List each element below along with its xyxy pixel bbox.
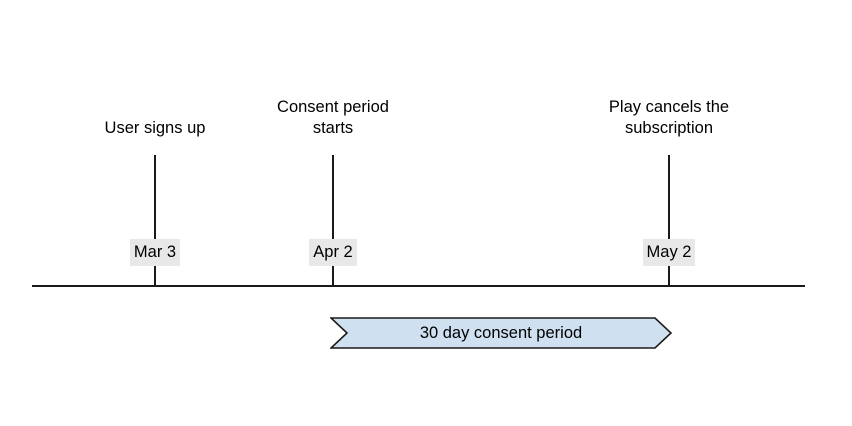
event-title: User signs up: [104, 119, 206, 137]
event-title: Play cancels the subscription: [608, 98, 730, 137]
event-date-text: Apr 2: [309, 239, 357, 266]
event-title: Consent period starts: [277, 98, 389, 137]
marker-tick-line: [332, 155, 334, 286]
consent-period-banner: 30 day consent period: [330, 317, 672, 349]
timeline-axis: [32, 285, 805, 287]
event-date-label: Mar 3: [75, 239, 235, 266]
marker-tick-line: [154, 155, 156, 286]
event-date-text: May 2: [642, 239, 696, 266]
event-date-text: Mar 3: [129, 239, 181, 266]
event-date-label: May 2: [589, 239, 749, 266]
banner-arrow-shape: [330, 317, 672, 349]
banner-arrow-polygon: [330, 317, 672, 349]
event-date-label: Apr 2: [253, 239, 413, 266]
marker-tick-line: [668, 155, 670, 286]
